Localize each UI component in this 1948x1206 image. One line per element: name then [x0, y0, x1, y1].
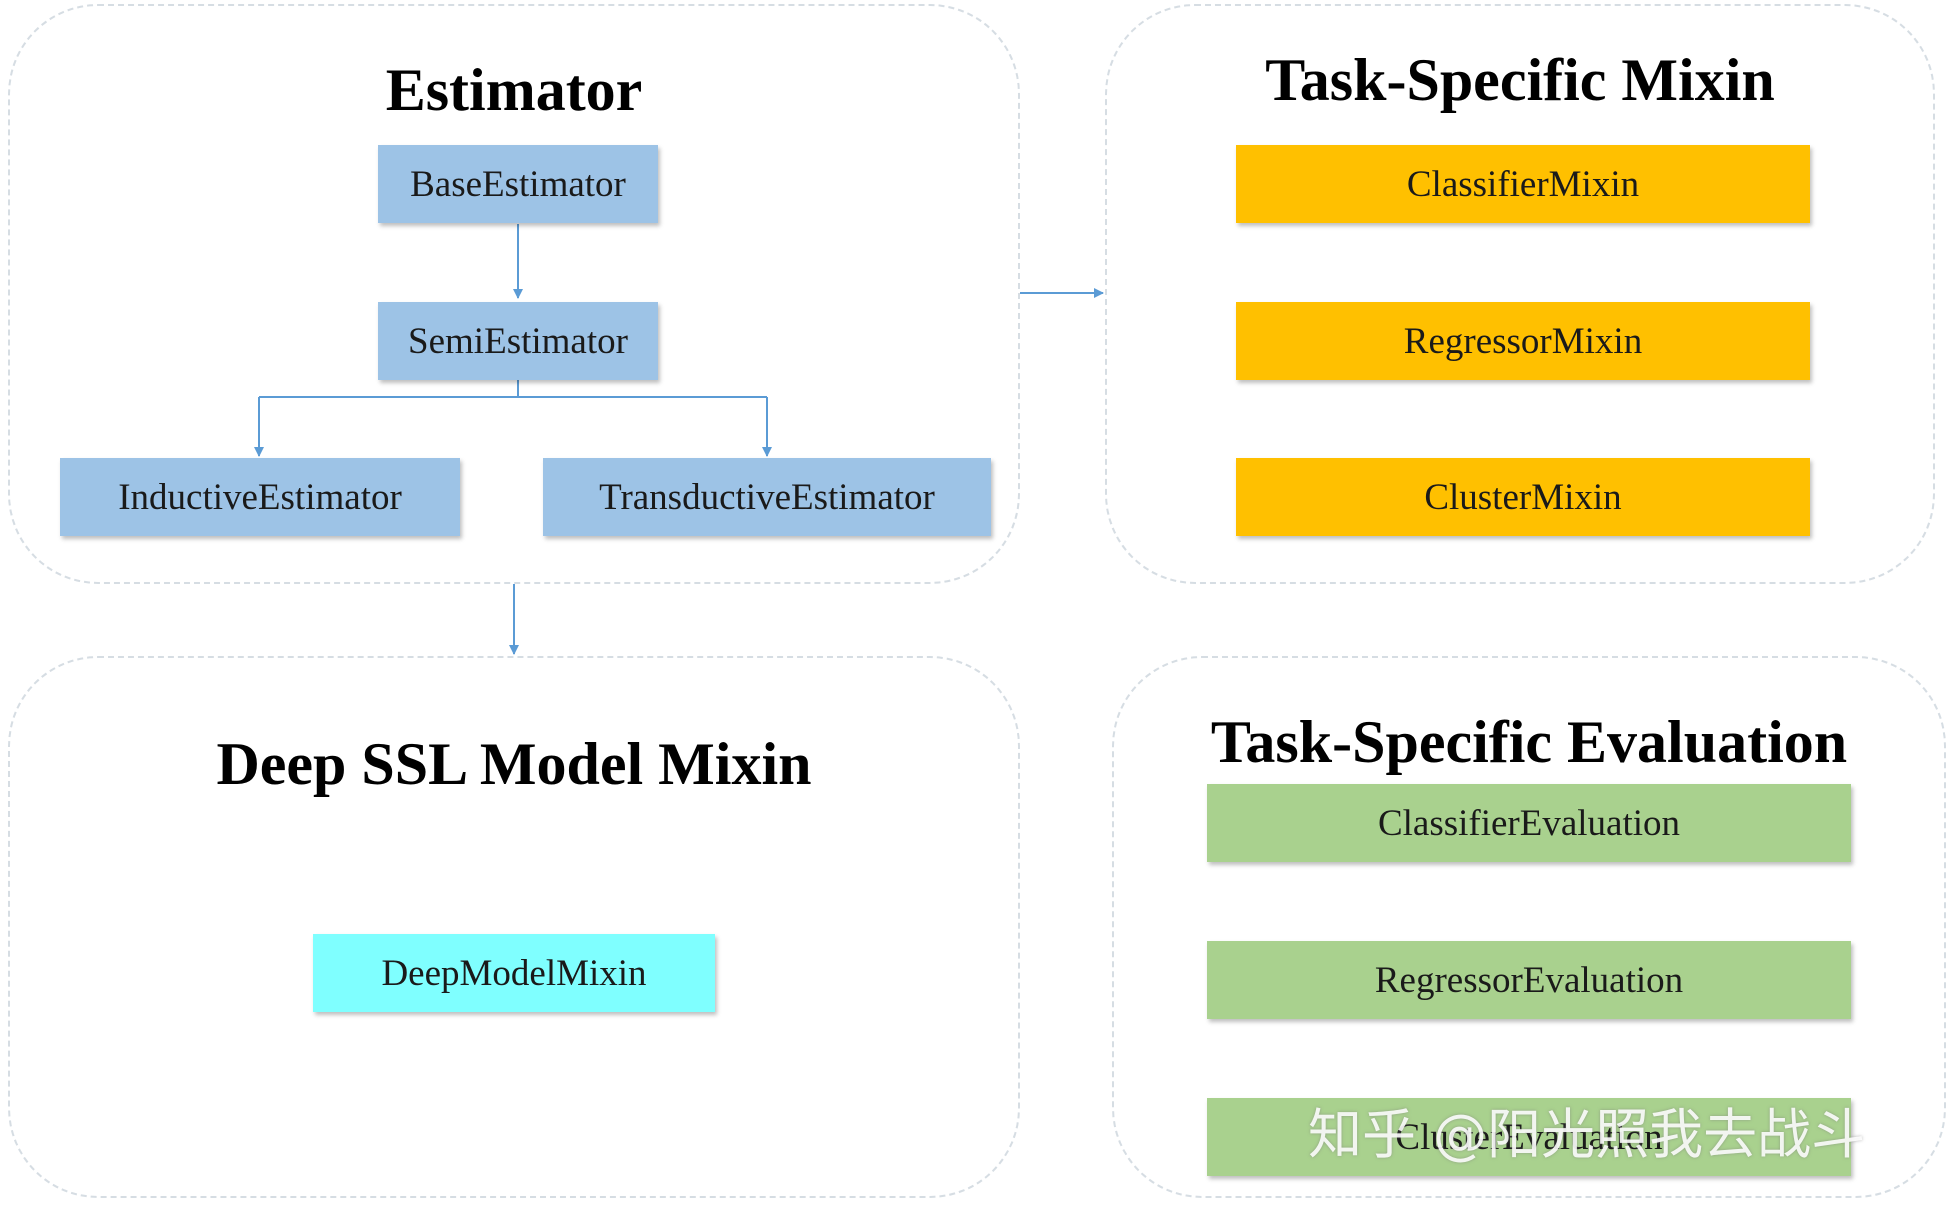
- classifier-mixin-node: ClassifierMixin: [1236, 145, 1810, 223]
- mixin-panel-title: Task-Specific Mixin: [1265, 47, 1775, 113]
- transductive-estimator-node: TransductiveEstimator: [543, 458, 991, 536]
- deep-model-mixin-node: DeepModelMixin: [313, 934, 715, 1012]
- regressor-evaluation-node: RegressorEvaluation: [1207, 941, 1851, 1019]
- deep-ssl-panel: Deep SSL Model Mixin: [8, 656, 1020, 1198]
- regressor-mixin-node: RegressorMixin: [1236, 302, 1810, 380]
- estimator-panel-title: Estimator: [385, 57, 643, 123]
- evaluation-panel-title: Task-Specific Evaluation: [1210, 709, 1848, 775]
- inductive-estimator-node: InductiveEstimator: [60, 458, 460, 536]
- semi-branch-line: [259, 380, 519, 398]
- cluster-evaluation-node: ClusterEvaluation: [1207, 1098, 1851, 1176]
- classifier-evaluation-node: ClassifierEvaluation: [1207, 784, 1851, 862]
- semi-estimator-node: SemiEstimator: [378, 302, 658, 380]
- watermark-text: 知乎 @阳光照我去战斗: [1308, 1103, 1866, 1166]
- cluster-mixin-node: ClusterMixin: [1236, 458, 1810, 536]
- deep-panel-title: Deep SSL Model Mixin: [216, 731, 812, 797]
- base-estimator-node: BaseEstimator: [378, 145, 658, 223]
